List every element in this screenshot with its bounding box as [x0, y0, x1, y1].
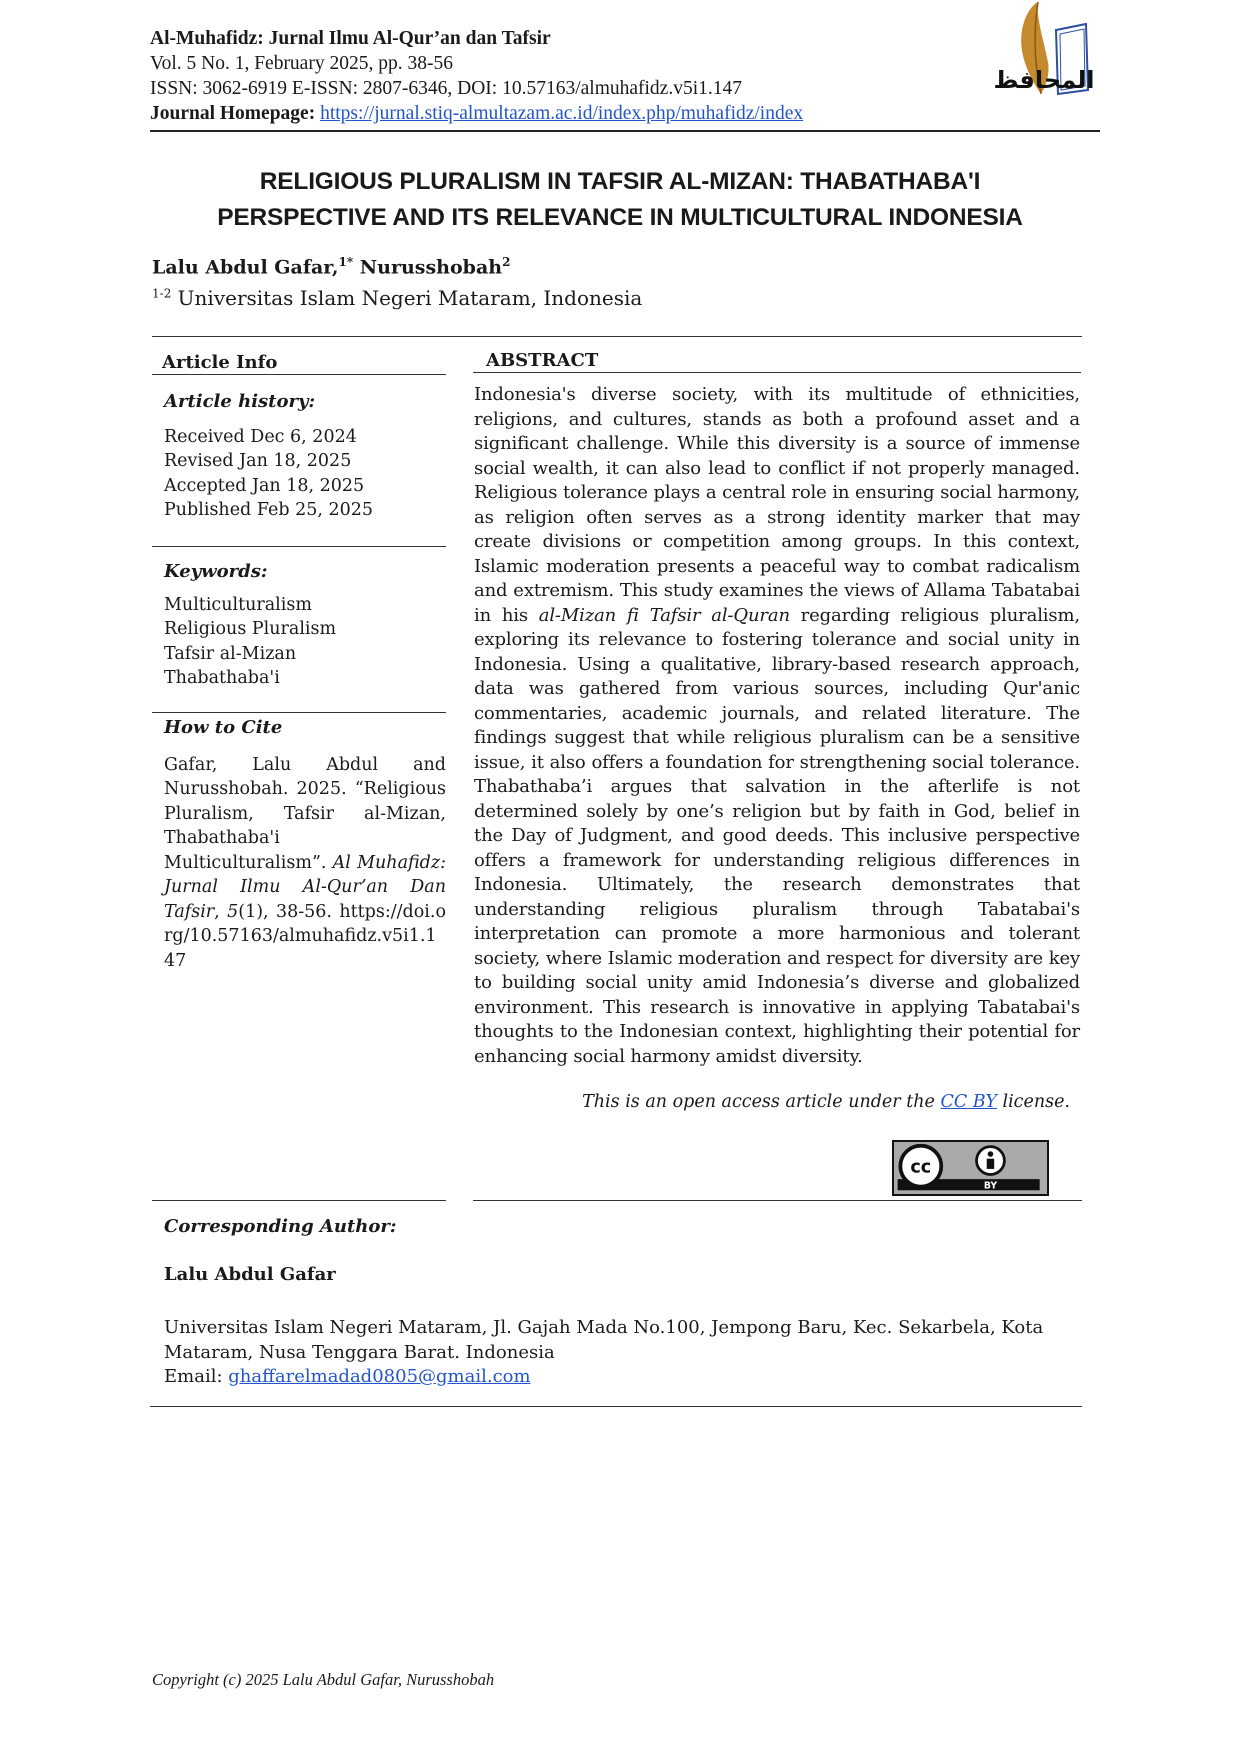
cite-journal: Al Muhafidz: Jurnal Ilmu Al-Qur’an Dan T…: [164, 852, 446, 922]
keyword-item: Thabathaba'i: [164, 668, 280, 688]
logo-text: المحافظ: [993, 66, 1094, 94]
author-2: Nurusshobah: [353, 256, 503, 279]
keywords-heading: Keywords:: [164, 561, 268, 582]
corresponding-address: Universitas Islam Negeri Mataram, Jl. Ga…: [164, 1317, 1044, 1363]
cc-badge-text: cc: [910, 1158, 931, 1178]
divider-top: [152, 336, 1082, 337]
keyword-item: Tafsir al-Mizan: [164, 643, 297, 664]
affiliation: 1-2 Universitas Islam Negeri Mataram, In…: [152, 286, 642, 310]
homepage-label: Journal Homepage:: [150, 103, 316, 124]
divider-history: [152, 546, 446, 547]
divider-left-bottom: [152, 1200, 446, 1201]
title-line-2: PERSPECTIVE AND ITS RELEVANCE IN MULTICU…: [217, 204, 1023, 231]
journal-title: Al-Muhafidz: Jurnal Ilmu Al-Qur’an dan T…: [150, 28, 551, 49]
cite-part-2: ,: [214, 901, 228, 922]
email-label: Email:: [164, 1366, 229, 1387]
license-link[interactable]: CC BY: [940, 1092, 997, 1112]
abstract-part-2: regarding religious pluralism, exploring…: [474, 604, 1080, 1067]
title-line-1: RELIGIOUS PLURALISM IN TAFSIR AL-MIZAN: …: [259, 168, 981, 195]
divider-keywords: [152, 712, 446, 713]
divider-right-bottom: [473, 1200, 1082, 1201]
history-heading: Article history:: [164, 391, 316, 412]
author-1: Lalu Abdul Gafar,: [152, 256, 339, 279]
journal-issn: ISSN: 3062-6919 E-ISSN: 2807-6346, DOI: …: [150, 78, 743, 99]
affiliation-sup: 1-2: [152, 286, 172, 301]
affiliation-text: Universitas Islam Negeri Mataram, Indone…: [171, 286, 643, 310]
by-badge-text: BY: [984, 1180, 998, 1191]
how-to-cite-section: How to Cite Gafar, Lalu Abdul and Nuruss…: [152, 716, 446, 973]
license-text-2: license.: [996, 1092, 1070, 1112]
keyword-item: Multiculturalism: [164, 594, 312, 615]
copyright-notice: Copyright (c) 2025 Lalu Abdul Gafar, Nur…: [152, 1670, 495, 1689]
journal-header: Al-Muhafidz: Jurnal Ilmu Al-Qur’an dan T…: [150, 2, 1100, 132]
abstract-italic: al-Mizan fi Tafsir al-Quran: [538, 604, 790, 626]
history-received: Received Dec 6, 2024: [164, 426, 357, 447]
corresponding-email-line: Email: ghaffarelmadad0805@gmail.com: [164, 1365, 1082, 1390]
abstract-part-1: Indonesia's diverse society, with its mu…: [474, 384, 1080, 626]
email-link[interactable]: ghaffarelmadad0805@gmail.com: [228, 1366, 531, 1387]
license-text-1: This is an open access article under the: [582, 1092, 941, 1112]
history-revised: Revised Jan 18, 2025: [164, 451, 352, 471]
author-list: Lalu Abdul Gafar,1* Nurusshobah2: [152, 255, 510, 278]
article-title: RELIGIOUS PLURALISM IN TAFSIR AL-MIZAN: …: [150, 164, 1090, 236]
author-1-sup: 1*: [338, 255, 354, 269]
corresponding-name: Lalu Abdul Gafar: [164, 1264, 336, 1285]
cite-volume: 5: [227, 901, 239, 922]
journal-volume: Vol. 5 No. 1, February 2025, pp. 38-56: [150, 53, 453, 74]
journal-logo: المحافظ: [993, 2, 1095, 96]
cc-by-badge-icon[interactable]: cc BY: [892, 1140, 1049, 1196]
article-info-heading: Article Info: [152, 352, 446, 375]
cite-heading: How to Cite: [164, 717, 283, 738]
divider-corresponding: [150, 1406, 1082, 1407]
history-published: Published Feb 25, 2025: [164, 500, 374, 520]
license-statement: This is an open access article under the…: [474, 1092, 1070, 1112]
journal-homepage: Journal Homepage: https://jurnal.stiq-al…: [150, 101, 1100, 126]
history-accepted: Accepted Jan 18, 2025: [164, 475, 365, 496]
keyword-item: Religious Pluralism: [164, 619, 337, 639]
citation-text: Gafar, Lalu Abdul and Nurusshobah. 2025.…: [164, 753, 446, 974]
keywords-section: Keywords: Multiculturalism Religious Plu…: [152, 560, 446, 691]
corresponding-heading: Corresponding Author:: [164, 1216, 397, 1237]
homepage-link[interactable]: https://jurnal.stiq-almultazam.ac.id/ind…: [320, 103, 804, 124]
author-2-sup: 2: [502, 255, 511, 269]
abstract-heading: ABSTRACT: [473, 350, 1081, 373]
article-history: Article history: Received Dec 6, 2024 Re…: [152, 390, 446, 523]
cite-part-1: Gafar, Lalu Abdul and Nurusshobah. 2025.…: [164, 754, 446, 873]
abstract-body: Indonesia's diverse society, with its mu…: [474, 383, 1080, 1069]
corresponding-address-block: Universitas Islam Negeri Mataram, Jl. Ga…: [164, 1316, 1082, 1390]
cite-part-3: (1), 38-56. https://doi.org/10.57163/alm…: [164, 901, 446, 971]
